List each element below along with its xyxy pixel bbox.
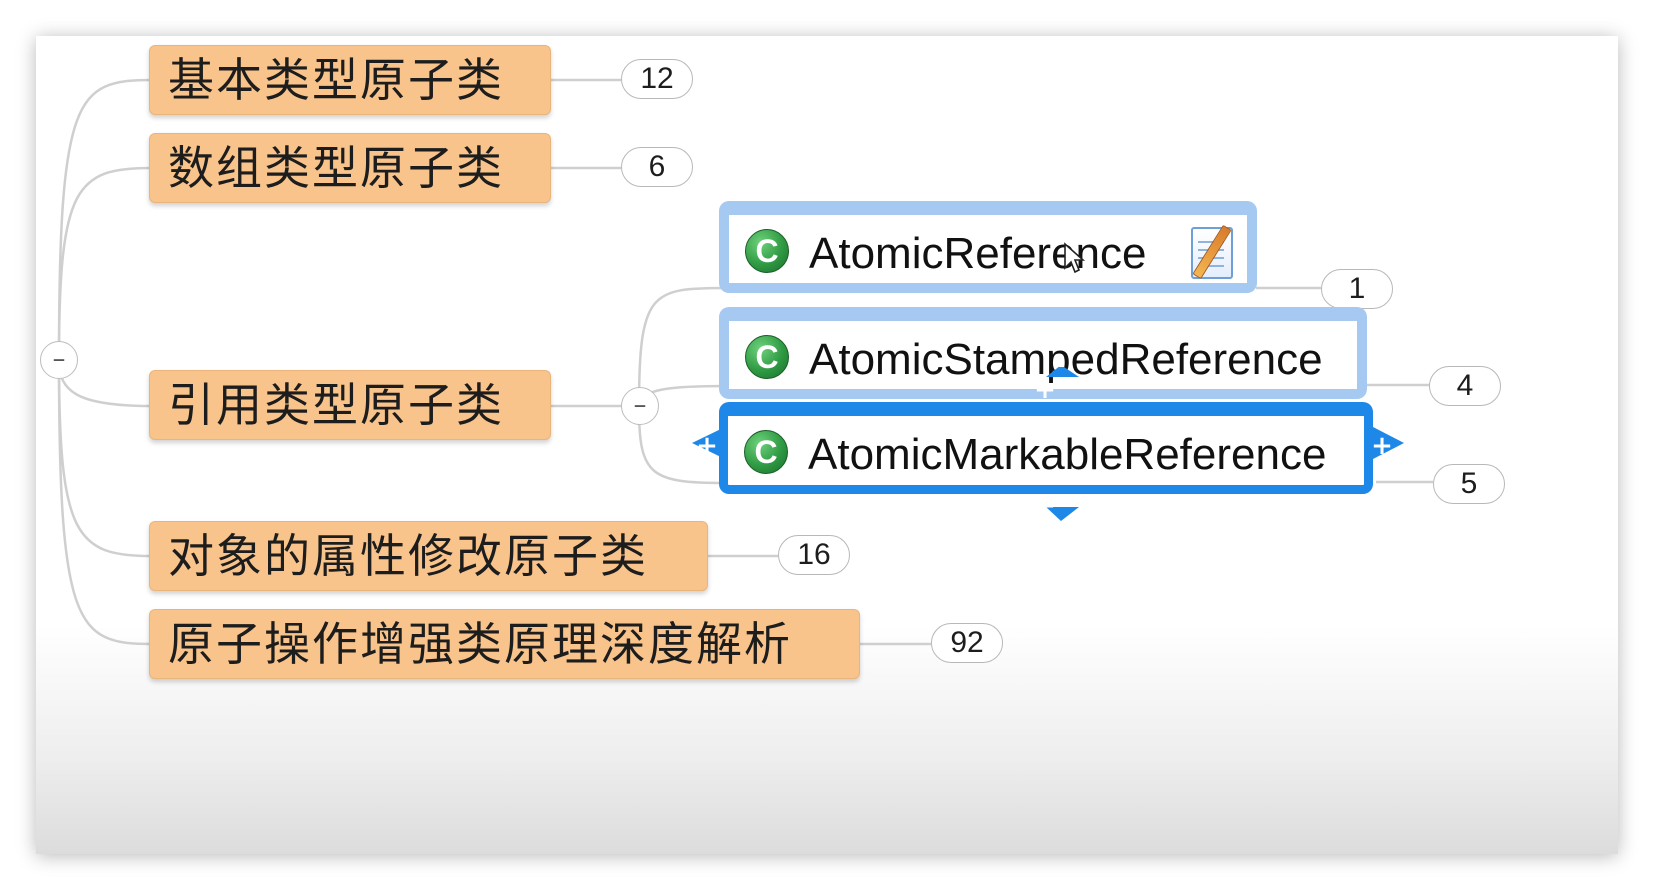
topic-array-atomic[interactable]: 数组类型原子类 xyxy=(149,133,551,203)
subtopic-count-badge: 4 xyxy=(1429,366,1501,406)
mouse-cursor-icon xyxy=(1064,242,1086,274)
topic-count-badge: 92 xyxy=(931,623,1003,663)
root-collapse-button[interactable]: – xyxy=(40,341,78,379)
topic-count-badge: 6 xyxy=(621,147,693,187)
subtopic-count-badge: 1 xyxy=(1321,269,1393,309)
class-c-icon: C xyxy=(744,430,788,474)
topic-count-badge: 12 xyxy=(621,59,693,99)
add-sibling-below-icon[interactable]: + xyxy=(1034,491,1056,521)
connector-lines xyxy=(57,78,1433,646)
class-c-icon: C xyxy=(745,335,789,379)
topic-reference-atomic[interactable]: 引用类型原子类 xyxy=(149,370,551,440)
topic-count-badge: 16 xyxy=(778,535,850,575)
subtopic-atomic-markable-reference[interactable]: C AtomicMarkableReference xyxy=(719,402,1373,494)
note-pencil-icon[interactable] xyxy=(1191,224,1233,280)
add-child-right-icon[interactable]: + xyxy=(1371,431,1393,461)
subtopic-label: AtomicReference xyxy=(809,229,1147,278)
topic-adder-analysis[interactable]: 原子操作增强类原理深度解析 xyxy=(149,609,860,679)
class-c-icon: C xyxy=(745,229,789,273)
mindmap-canvas: – 基本类型原子类 12 数组类型原子类 6 引用类型原子类 – 对象的属性修改… xyxy=(36,36,1618,854)
subtopic-count-badge: 5 xyxy=(1433,464,1505,504)
reference-collapse-button[interactable]: – xyxy=(621,387,659,425)
subtopic-atomic-reference[interactable]: C AtomicReference xyxy=(719,201,1257,293)
subtopic-label: AtomicMarkableReference xyxy=(808,430,1327,479)
topic-basic-atomic[interactable]: 基本类型原子类 xyxy=(149,45,551,115)
topic-field-updater-atomic[interactable]: 对象的属性修改原子类 xyxy=(149,521,708,591)
add-parent-left-icon[interactable]: + xyxy=(696,431,718,461)
selection-outline xyxy=(692,367,1404,521)
add-sibling-above-icon[interactable]: + xyxy=(1034,375,1056,405)
